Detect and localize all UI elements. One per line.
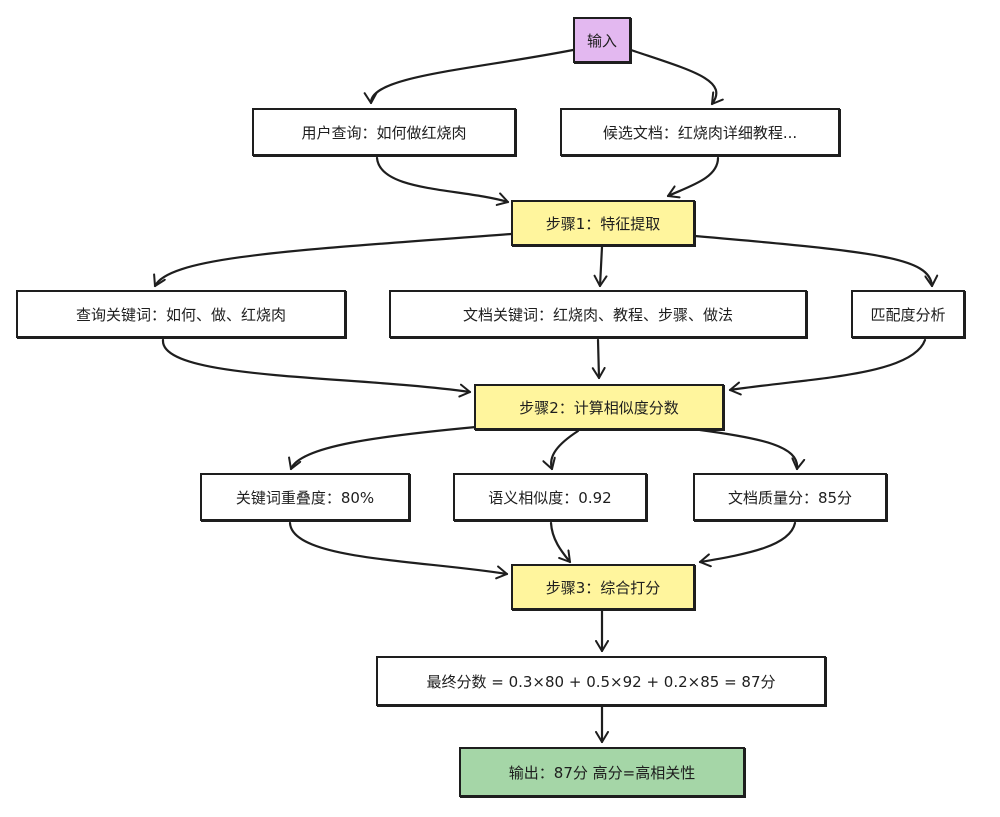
user-query-node: 用户查询：如何做红烧肉 [252,108,516,156]
match-analysis-node: 匹配度分析 [851,290,965,338]
final-score-node: 最终分数 = 0.3×80 + 0.5×92 + 0.2×85 = 87分 [376,656,826,706]
step3-combined-score-node: 步骤3：综合打分 [511,564,695,610]
keyword-overlap-node: 关键词重叠度：80% [200,473,410,521]
arrow-step1-to-match-analysis [693,234,939,288]
doc-keywords-node: 文档关键词：红烧肉、教程、步骤、做法 [389,290,807,338]
arrow-semantic-sim-to-step3 [549,521,572,564]
input-node: 输入 [573,17,631,63]
arrow-step1-to-doc-keywords [593,245,608,288]
arrow-input-to-user-query [363,48,575,105]
arrow-step1-to-query-keywords [153,232,513,288]
output-node: 输出：87分 高分=高相关性 [459,747,745,797]
arrow-step2-to-semantic-sim [542,429,580,471]
arrow-keyword-overlap-to-step3 [288,521,509,580]
candidate-doc-node: 候选文档：红烧肉详细教程... [560,108,840,156]
arrow-doc-keywords-to-step2 [591,338,606,380]
arrow-user-query-to-step1 [375,156,510,206]
arrow-input-to-candidate-doc [629,48,724,106]
query-keywords-node: 查询关键词：如何、做、红烧肉 [16,290,346,338]
step1-feature-extraction-node: 步骤1：特征提取 [511,200,695,246]
arrow-doc-quality-to-step3 [698,521,797,568]
arrow-query-keywords-to-step2 [161,338,472,398]
arrow-candidate-doc-to-step1 [666,156,720,199]
arrow-match-analysis-to-step2 [728,338,927,396]
step2-similarity-node: 步骤2：计算相似度分数 [474,384,724,430]
semantic-similarity-node: 语义相似度：0.92 [453,473,647,521]
doc-quality-node: 文档质量分：85分 [693,473,887,521]
arrow-step2-to-doc-quality [698,428,806,471]
arrow-step2-to-keyword-overlap [288,425,478,471]
